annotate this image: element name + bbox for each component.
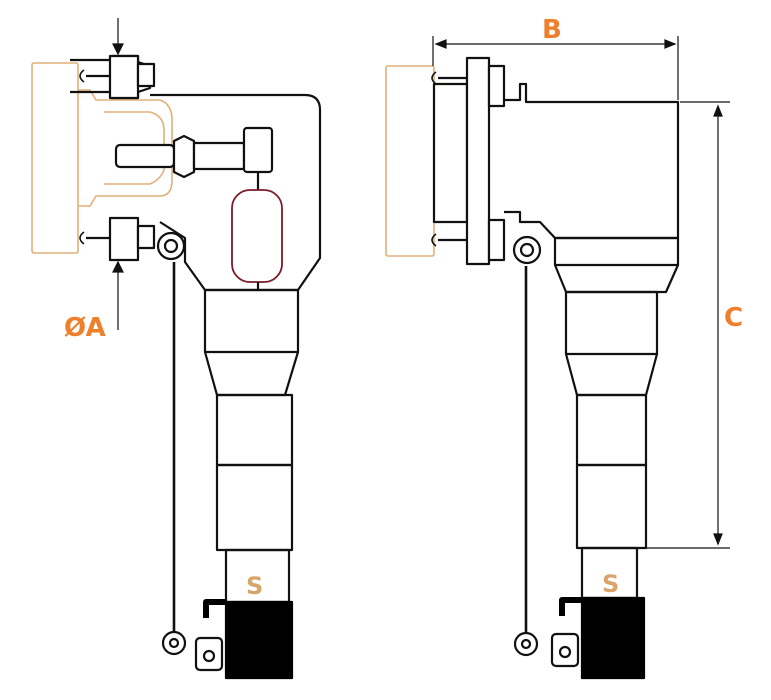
right-body bbox=[504, 82, 680, 240]
left-termination bbox=[194, 288, 300, 680]
label-diameter-a: ØA bbox=[64, 313, 106, 343]
left-probe bbox=[114, 126, 274, 179]
right-earth-lug bbox=[512, 235, 542, 657]
label-left-section-s: S bbox=[246, 572, 263, 600]
dimensions bbox=[112, 18, 730, 549]
left-lower-bolt bbox=[79, 216, 156, 262]
left-fuse bbox=[231, 172, 283, 290]
right-termination bbox=[550, 264, 680, 680]
label-height-c: C bbox=[724, 303, 743, 333]
right-bushing bbox=[385, 65, 435, 257]
left-earth-lug bbox=[156, 231, 187, 656]
right-flange bbox=[431, 56, 506, 266]
right-view bbox=[385, 56, 680, 680]
left-view bbox=[31, 54, 322, 680]
left-body bbox=[159, 93, 322, 292]
label-right-section-s: S bbox=[602, 570, 619, 598]
left-upper-bolt bbox=[70, 54, 156, 100]
label-width-b: B bbox=[542, 15, 562, 45]
